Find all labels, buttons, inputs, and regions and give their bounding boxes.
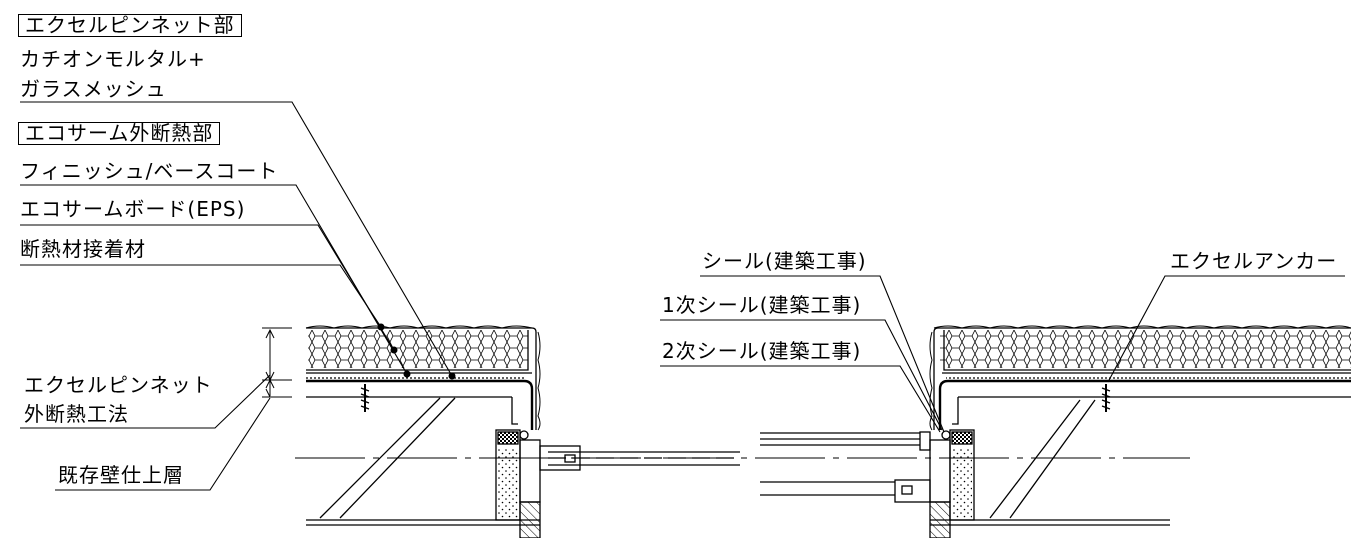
label-insulation-adhesive: 断熱材接着材 (20, 237, 146, 261)
label-method-1: エクセルピンネット (24, 373, 213, 397)
label-ecotherm-insulation-section: エコサーム外断熱部 (18, 122, 221, 145)
label-secondary-seal: 2次シール(建築工事) (662, 339, 862, 363)
label-excel-pin-net-section: エクセルピンネット部 (18, 14, 242, 37)
label-finish-basecoat: フィニッシュ/ベースコート (20, 159, 279, 183)
left-anchor-screw (360, 384, 370, 412)
left-window-frame (495, 429, 740, 538)
leader-dots (377, 323, 456, 380)
label-cationic-mortar-2: ガラスメッシュ (20, 77, 167, 101)
leader-lines (20, 101, 1345, 491)
label-ecotherm-board: エコサームボード(EPS) (20, 197, 246, 221)
label-cationic-mortar-1: カチオンモルタル+ (20, 47, 206, 71)
right-existing-wall (930, 396, 1351, 526)
right-anchor-screw (1101, 384, 1111, 412)
label-seal: シール(建築工事) (702, 249, 867, 273)
label-existing-wall-finish: 既存壁仕上層 (58, 463, 184, 487)
label-primary-seal: 1次シール(建築工事) (662, 293, 862, 317)
label-excel-anchor: エクセルアンカー (1170, 249, 1338, 273)
right-insulation-board (929, 325, 1351, 431)
right-window-frame (760, 429, 975, 538)
left-insulation-board (305, 325, 541, 431)
thickness-dimension (262, 327, 292, 398)
label-method-2: 外断熱工法 (24, 402, 129, 426)
